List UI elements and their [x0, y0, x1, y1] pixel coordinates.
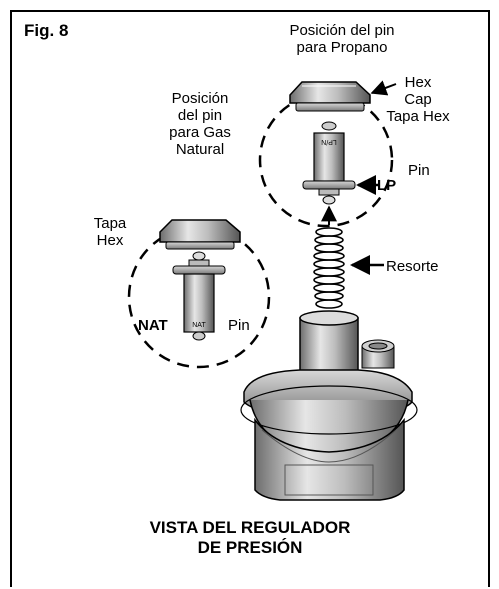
figure-label: Fig. 8	[24, 21, 69, 40]
pin-body-lp-text: LP/N	[321, 138, 337, 145]
nat-label: NAT	[138, 317, 168, 334]
pin-upper-icon: LP/N	[302, 121, 356, 205]
pin-left-icon: NAT	[172, 251, 226, 341]
figure-frame	[10, 10, 490, 587]
hex-cap-upper-label: Hex Cap Tapa Hex	[386, 74, 450, 125]
hex-cap-upper-icon	[289, 81, 371, 112]
tapa-hex-left-label: Tapa Hex	[93, 215, 127, 249]
resorte-label: Resorte	[386, 258, 439, 275]
pin-upper-label: Pin	[408, 162, 430, 179]
natural-gas-position-label: Posición del pin para Gas Natural	[169, 90, 231, 158]
pressure-regulator-icon	[240, 310, 418, 501]
pin-left-label: Pin	[228, 317, 250, 334]
propane-position-label: Posición del pin para Propano	[289, 22, 395, 56]
hex-cap-left-icon	[159, 219, 241, 250]
pin-body-nat-text: NAT	[192, 322, 206, 329]
spring-icon	[313, 227, 345, 309]
figure-title: VISTA DEL REGULADOR DE PRESIÓN	[149, 518, 351, 557]
